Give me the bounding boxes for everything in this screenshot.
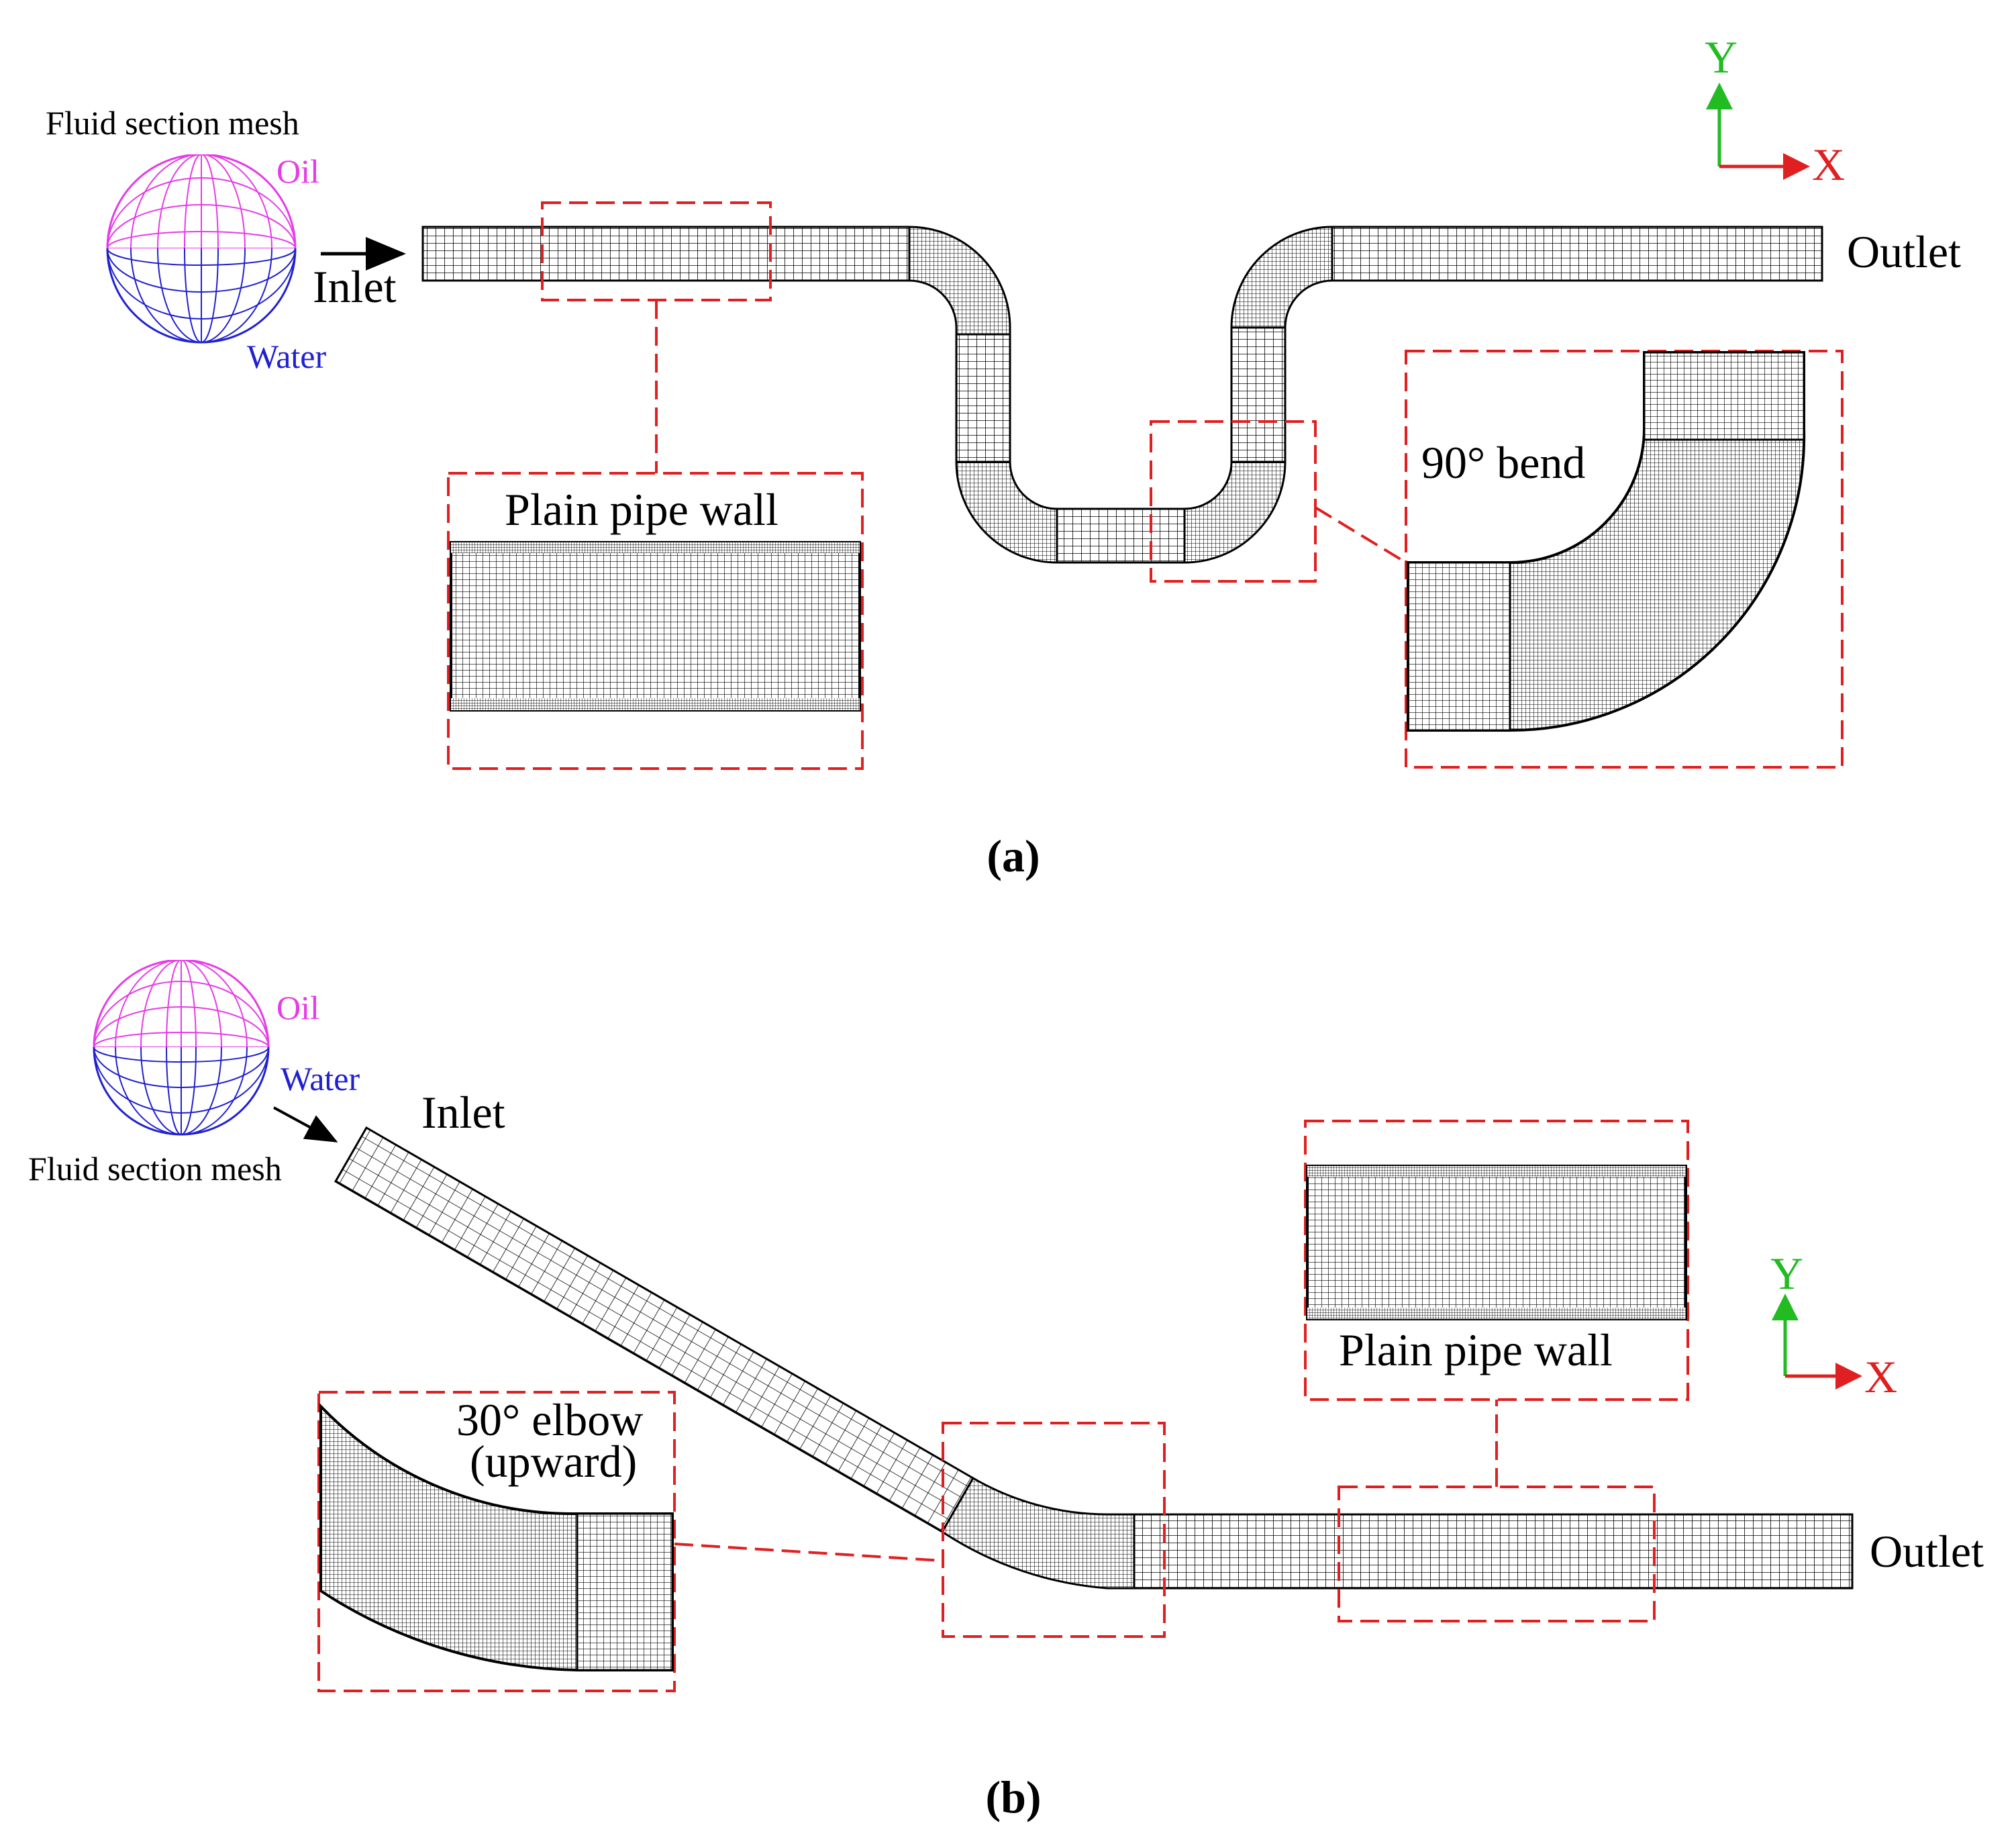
- callout-elbow-label-line1-b: 30° elbow: [456, 1394, 643, 1445]
- outlet-label-b: Outlet: [1870, 1526, 1984, 1577]
- pipe-mesh-a: [421, 226, 1823, 564]
- axes-b: Y X: [1770, 1248, 1897, 1402]
- fluid-section-title-a: Fluid section mesh: [46, 104, 299, 142]
- water-region-a: [106, 248, 297, 344]
- callout-plain-pipe-label-b: Plain pipe wall: [1339, 1324, 1613, 1375]
- panel-label-a: (a): [987, 830, 1040, 881]
- axis-y-label-a: Y: [1705, 32, 1737, 83]
- inlet-label-b: Inlet: [421, 1087, 505, 1138]
- panel-label-b: (b): [985, 1771, 1041, 1822]
- axis-x-label-a: X: [1812, 139, 1845, 190]
- inlet-arrow-b: [273, 1106, 338, 1142]
- panel-a: Fluid section mesh Oil Water Inlet Outle…: [46, 32, 1961, 881]
- oil-region-a: [106, 154, 297, 248]
- water-label-a: Water: [247, 338, 326, 375]
- fluid-section-sphere-a: [106, 154, 297, 344]
- fluid-section-title-b: Fluid section mesh: [28, 1150, 282, 1187]
- axes-a: Y X: [1705, 32, 1845, 190]
- oil-label-a: Oil: [276, 152, 319, 190]
- oil-label-b: Oil: [276, 989, 319, 1026]
- fluid-section-sphere-b: [93, 960, 270, 1136]
- axis-x-label-b: X: [1864, 1351, 1897, 1402]
- callout-plain-pipe-b: Plain pipe wall: [1304, 1120, 1689, 1622]
- callout-bend-a: 90° bend: [1150, 350, 1844, 769]
- callout-elbow-label-line2-b: (upward): [470, 1436, 637, 1487]
- axis-y-label-b: Y: [1770, 1248, 1803, 1299]
- inlet-label-a: Inlet: [313, 261, 397, 312]
- callout-plain-pipe-a: Plain pipe wall: [447, 201, 864, 770]
- callout-elbow-b: 30° elbow (upward): [317, 1391, 1166, 1692]
- callout-plain-pipe-label-a: Plain pipe wall: [505, 484, 778, 535]
- pipe-mesh-b: [334, 1126, 1854, 1590]
- oil-region-b: [93, 960, 270, 1047]
- water-region-b: [93, 1047, 270, 1136]
- callout-bend-label-a: 90° bend: [1421, 437, 1585, 488]
- panel-b: Oil Water Fluid section mesh Inlet Outle…: [28, 960, 1984, 1822]
- outlet-label-a: Outlet: [1847, 226, 1961, 277]
- water-label-b: Water: [281, 1060, 360, 1098]
